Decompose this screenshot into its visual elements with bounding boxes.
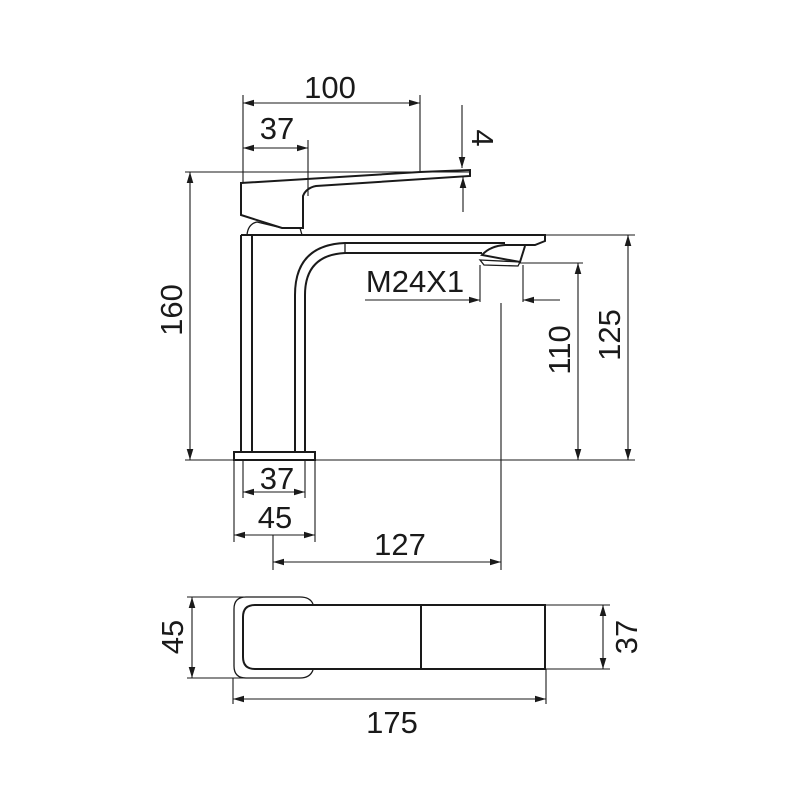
aerator <box>344 243 522 267</box>
base-flange <box>233 451 316 461</box>
dim-127: 127 <box>374 527 426 562</box>
dim-125: 125 <box>592 309 627 361</box>
dim-37-body: 37 <box>260 461 294 496</box>
thread-label: M24X1 <box>366 264 464 299</box>
dim-45-plan: 45 <box>155 620 190 654</box>
dim-37-handle: 37 <box>260 111 294 146</box>
dim-110: 110 <box>542 325 577 374</box>
dim-37-plan: 37 <box>609 620 644 654</box>
plan-body <box>242 604 546 670</box>
dim-45-base: 45 <box>258 500 292 535</box>
dim-100: 100 <box>304 70 356 105</box>
handle <box>240 168 471 229</box>
dim-175: 175 <box>366 705 418 740</box>
faucet-side-view <box>233 168 546 461</box>
faucet-plan-view <box>187 596 610 704</box>
dimension-lines <box>185 95 635 570</box>
dim-4: 4 <box>465 129 500 146</box>
faucet-body <box>240 234 546 452</box>
dim-160: 160 <box>154 284 189 336</box>
handle-neck <box>246 221 303 236</box>
plan-base <box>233 596 314 679</box>
